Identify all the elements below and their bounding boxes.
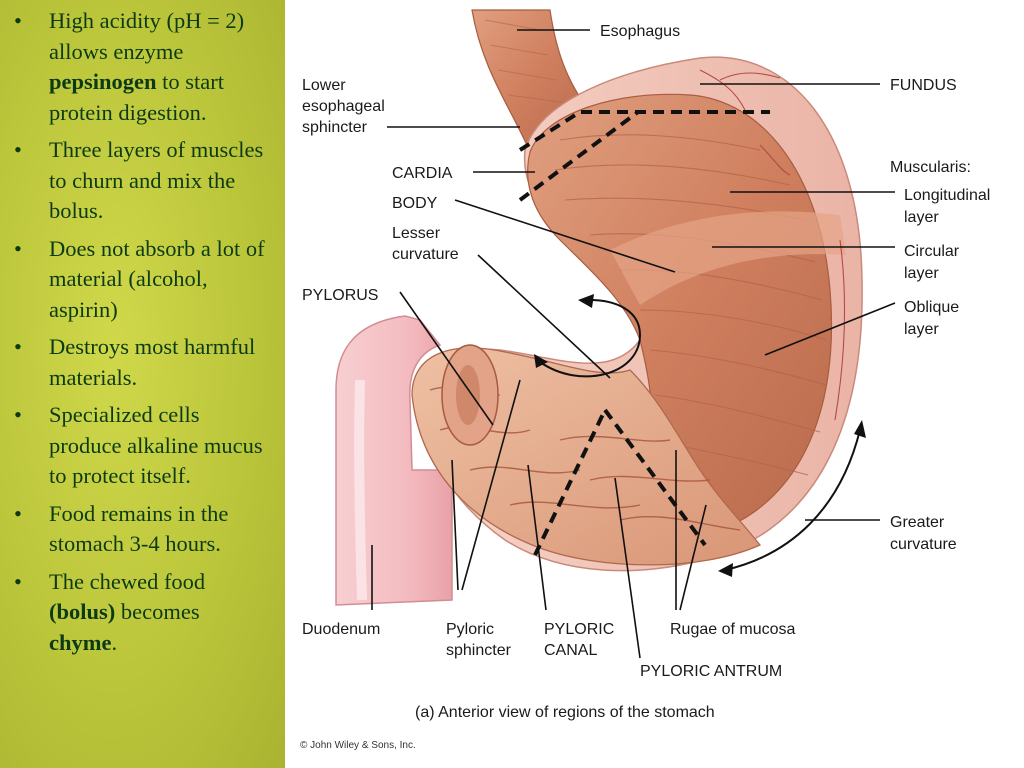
bullet-bold: (bolus) <box>49 599 116 624</box>
label-muscularis: Muscularis: <box>890 159 971 176</box>
bullet-dot: • <box>14 500 22 526</box>
slide-text-panel: • High acidity (pH = 2) allows enzyme pep… <box>0 0 285 768</box>
cardia-boundary-lower <box>518 110 640 202</box>
label-greater-line1: Greater <box>890 514 945 531</box>
label-longitudinal-line1: Longitudinal <box>904 187 990 204</box>
label-greater-line2: curvature <box>890 536 957 553</box>
bullet-text: . <box>111 629 118 655</box>
duodenum-highlight <box>354 379 367 601</box>
bullet-item: • Specialized cells produce alkaline mucu… <box>0 400 285 492</box>
leader-sphincter-b <box>461 379 521 591</box>
bullet-dot: • <box>14 235 22 261</box>
esophagus-striations <box>484 19 569 104</box>
leader-lesser <box>477 254 611 379</box>
bullet-dot: • <box>14 137 22 162</box>
antrum-boundary-left <box>533 409 607 556</box>
label-circular-line1: Circular <box>904 243 960 260</box>
bullet-list: • High acidity (pH = 2) allows enzyme pep… <box>0 6 285 665</box>
lesser-arrowhead-start <box>534 354 548 368</box>
label-body: BODY <box>392 195 438 212</box>
bullet-text: Specialized cells produce alkaline mucus… <box>49 402 263 488</box>
blood-vessels <box>699 69 846 421</box>
label-pylorus: PYLORUS <box>302 287 378 304</box>
label-pyloric-canal-line1: PYLORIC <box>544 621 614 638</box>
diagram-panel: Esophagus FUNDUS Lower esophageal sphinc… <box>285 0 1024 768</box>
antrum-boundary-right <box>603 408 707 547</box>
bullet-text: Three layers of muscles to churn and mix… <box>49 137 264 223</box>
greater-arrowhead-top <box>854 420 866 438</box>
circular-band <box>610 211 846 305</box>
label-les-line1: Lower <box>302 77 346 94</box>
bullet-dot: • <box>14 568 22 594</box>
bullet-dot: • <box>14 8 22 33</box>
bullet-text: becomes <box>115 599 200 624</box>
label-lesser-line2: curvature <box>392 246 459 263</box>
label-duodenum: Duodenum <box>302 621 380 638</box>
label-pyloric-canal-line2: CANAL <box>544 642 597 659</box>
bullet-text: to start protein digestion. <box>49 69 225 125</box>
label-pyloric-sphincter-line2: sphincter <box>446 642 512 659</box>
bullet-bold: pepsinogen <box>49 69 157 94</box>
mucosa-shape <box>411 347 762 566</box>
leader-canal <box>527 464 547 611</box>
pyloric-opening <box>456 365 480 425</box>
copyright-notice: © John Wiley & Sons, Inc. <box>300 740 416 751</box>
label-circular-line2: layer <box>904 265 939 282</box>
bullet-item: • Three layers of muscles to churn and mi… <box>0 135 285 227</box>
label-esophagus: Esophagus <box>600 23 680 40</box>
label-longitudinal-line2: layer <box>904 209 939 226</box>
label-cardia: CARDIA <box>392 165 453 182</box>
figure-caption: (a) Anterior view of regions of the stom… <box>415 704 715 721</box>
lesser-curvature-arrow <box>539 299 642 378</box>
label-pyloric-sphincter-line1: Pyloric <box>446 621 494 638</box>
label-rugae: Rugae of mucosa <box>670 621 796 638</box>
bullet-text: High acidity (pH = 2) allows enzyme <box>49 8 245 64</box>
leader-oblique <box>764 302 896 356</box>
bullet-text: Destroys most harmful materials. <box>49 334 256 390</box>
label-fundus: FUNDUS <box>890 77 957 94</box>
bullet-item: • Food remains in the stomach 3-4 hours. <box>0 499 285 560</box>
bullet-text: Food remains in the stomach 3-4 hours. <box>49 500 229 557</box>
leader-rugae-b <box>679 504 707 611</box>
cardia-boundary-upper <box>518 110 770 152</box>
leader-pylorus <box>399 291 494 426</box>
leader-body <box>454 199 676 273</box>
bullet-item: • The chewed food (bolus) becomes chyme. <box>0 567 285 659</box>
bullet-item: • High acidity (pH = 2) allows enzyme pep… <box>0 6 285 128</box>
label-oblique-line1: Oblique <box>904 299 959 316</box>
leader-sphincter-a <box>451 459 459 591</box>
bullet-item: • Does not absorb a lot of material (alco… <box>0 234 285 326</box>
bullet-dot: • <box>14 334 22 359</box>
label-lesser-line1: Lesser <box>392 225 441 242</box>
bullet-dot: • <box>14 402 22 427</box>
label-les-line3: sphincter <box>302 119 368 136</box>
greater-arrowhead-bottom <box>718 563 733 577</box>
lesser-arrowhead-end <box>578 294 594 308</box>
label-pyloric-antrum: PYLORIC ANTRUM <box>640 663 782 680</box>
label-les-line2: esophageal <box>302 98 385 115</box>
label-oblique-line2: layer <box>904 321 939 338</box>
bullet-text: The chewed food <box>49 568 206 594</box>
greater-curvature-arrow <box>724 429 861 571</box>
stomach-diagram: Esophagus FUNDUS Lower esophageal sphinc… <box>300 9 990 751</box>
leader-antrum <box>614 477 641 659</box>
bullet-item: • Destroys most harmful materials. <box>0 332 285 393</box>
bullet-bold: chyme <box>49 629 112 655</box>
bullet-text: Does not absorb a lot of material (alcoh… <box>49 235 265 322</box>
